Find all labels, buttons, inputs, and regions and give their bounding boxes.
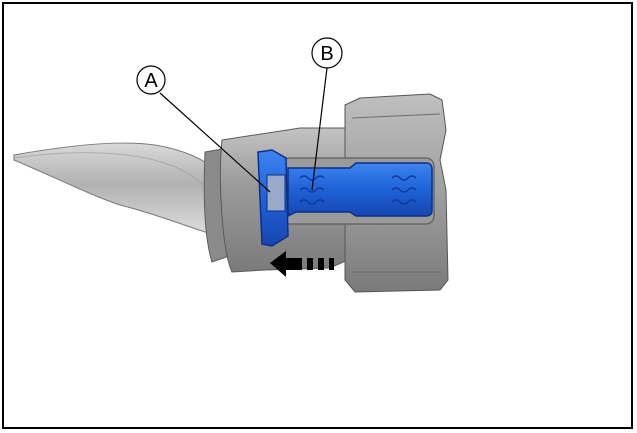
secondary-lock-slider: [287, 162, 433, 218]
wire-harness: [13, 142, 216, 236]
callout-b: B: [311, 37, 343, 191]
left-arrow-icon: [270, 251, 334, 277]
callout-b-label: B: [320, 43, 333, 65]
callout-a-label: A: [144, 70, 158, 92]
slider-ridges: [299, 175, 417, 205]
callout-a: A: [136, 65, 271, 193]
